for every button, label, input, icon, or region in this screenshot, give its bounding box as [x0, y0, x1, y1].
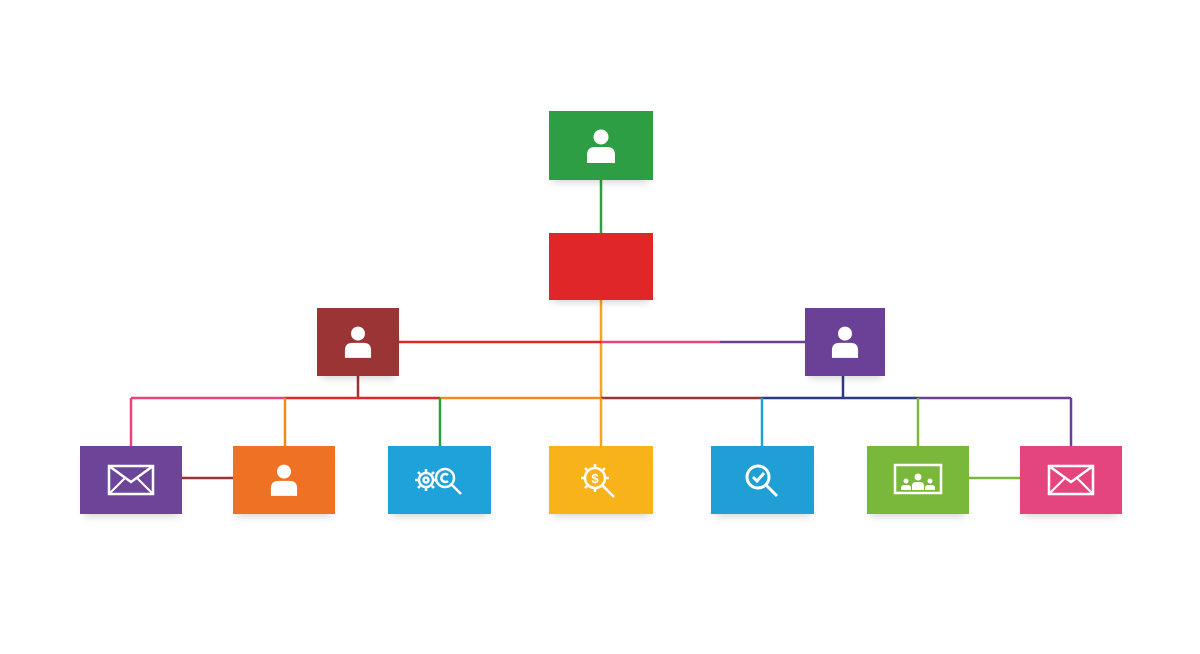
presentation-icon — [893, 463, 943, 495]
central-hub-node — [549, 233, 653, 300]
envelope-icon — [107, 464, 155, 496]
person-orange-node — [233, 446, 335, 514]
mail-right-node — [1020, 446, 1122, 514]
dollar-gear-search-icon: $ — [581, 464, 615, 498]
person-icon — [587, 129, 615, 163]
left-manager-node — [317, 308, 399, 376]
top-manager-node — [549, 111, 653, 180]
right-manager-node — [805, 308, 885, 376]
gear-search-icon — [414, 467, 462, 495]
presentation-board-node — [867, 446, 969, 514]
gears-search-node — [388, 446, 491, 514]
envelope-icon — [1047, 464, 1095, 496]
magnifier-check-icon — [745, 464, 778, 498]
person-icon — [831, 326, 859, 358]
svg-text:$: $ — [591, 471, 599, 486]
dollar-search-node: $ — [549, 446, 653, 514]
mail-left-node — [80, 446, 182, 514]
person-icon — [344, 326, 372, 358]
person-icon — [270, 464, 298, 496]
magnifier-check-node — [711, 446, 814, 514]
